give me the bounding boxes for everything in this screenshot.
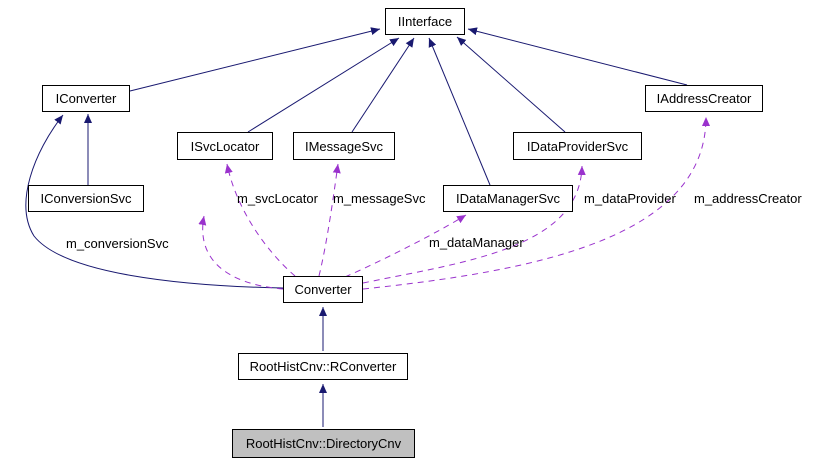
node-isvclocator[interactable]: ISvcLocator: [177, 132, 273, 160]
node-idataprovidersvc[interactable]: IDataProviderSvc: [513, 132, 642, 160]
node-iconversionsvc[interactable]: IConversionSvc: [28, 185, 144, 212]
edge-label-m-datamanager: m_dataManager: [429, 235, 524, 250]
edge-label-m-dataprovider: m_dataProvider: [584, 191, 676, 206]
edge-idatamanagersvc-to-iinterface: [428, 37, 491, 186]
edge-idataprovidersvc-to-iinterface: [456, 36, 566, 133]
edge-imessagesvc-to-iinterface: [351, 37, 415, 133]
edge-label-m-svclocator: m_svcLocator: [237, 191, 318, 206]
node-idatamanagersvc[interactable]: IDataManagerSvc: [443, 185, 573, 212]
edge-iconverter-to-iinterface: [129, 27, 381, 92]
node-imessagesvc[interactable]: IMessageSvc: [293, 132, 395, 160]
edge-converter-to-imessagesvc: [318, 163, 341, 277]
edge-label-m-conversionsvc: m_conversionSvc: [66, 236, 169, 251]
edge-isvclocator-to-iinterface: [247, 37, 400, 133]
node-iaddresscreator[interactable]: IAddressCreator: [645, 85, 763, 112]
edge-converter-to-iconversionsvc: [198, 215, 284, 290]
edge-converter-to-idatamanagersvc: [344, 214, 467, 278]
edge-converter-to-iaddresscreator: [362, 116, 710, 290]
edge-iaddresscreator-to-iinterface: [467, 27, 688, 86]
edge-converter-to-idataprovidersvc: [362, 165, 586, 284]
node-converter[interactable]: Converter: [283, 276, 363, 303]
edge-converter-to-isvclocator: [224, 163, 296, 277]
node-iinterface[interactable]: IInterface: [385, 8, 465, 35]
edge-label-m-messagesvc: m_messageSvc: [333, 191, 426, 206]
node-iconverter[interactable]: IConverter: [42, 85, 130, 112]
node-roothistcnv-rconverter[interactable]: RootHistCnv::RConverter: [238, 353, 408, 380]
node-roothistcnv-directorycnv: RootHistCnv::DirectoryCnv: [232, 429, 415, 458]
edge-label-m-addresscreator: m_addressCreator: [694, 191, 802, 206]
edge-converter-to-iconverter: [25, 114, 284, 289]
